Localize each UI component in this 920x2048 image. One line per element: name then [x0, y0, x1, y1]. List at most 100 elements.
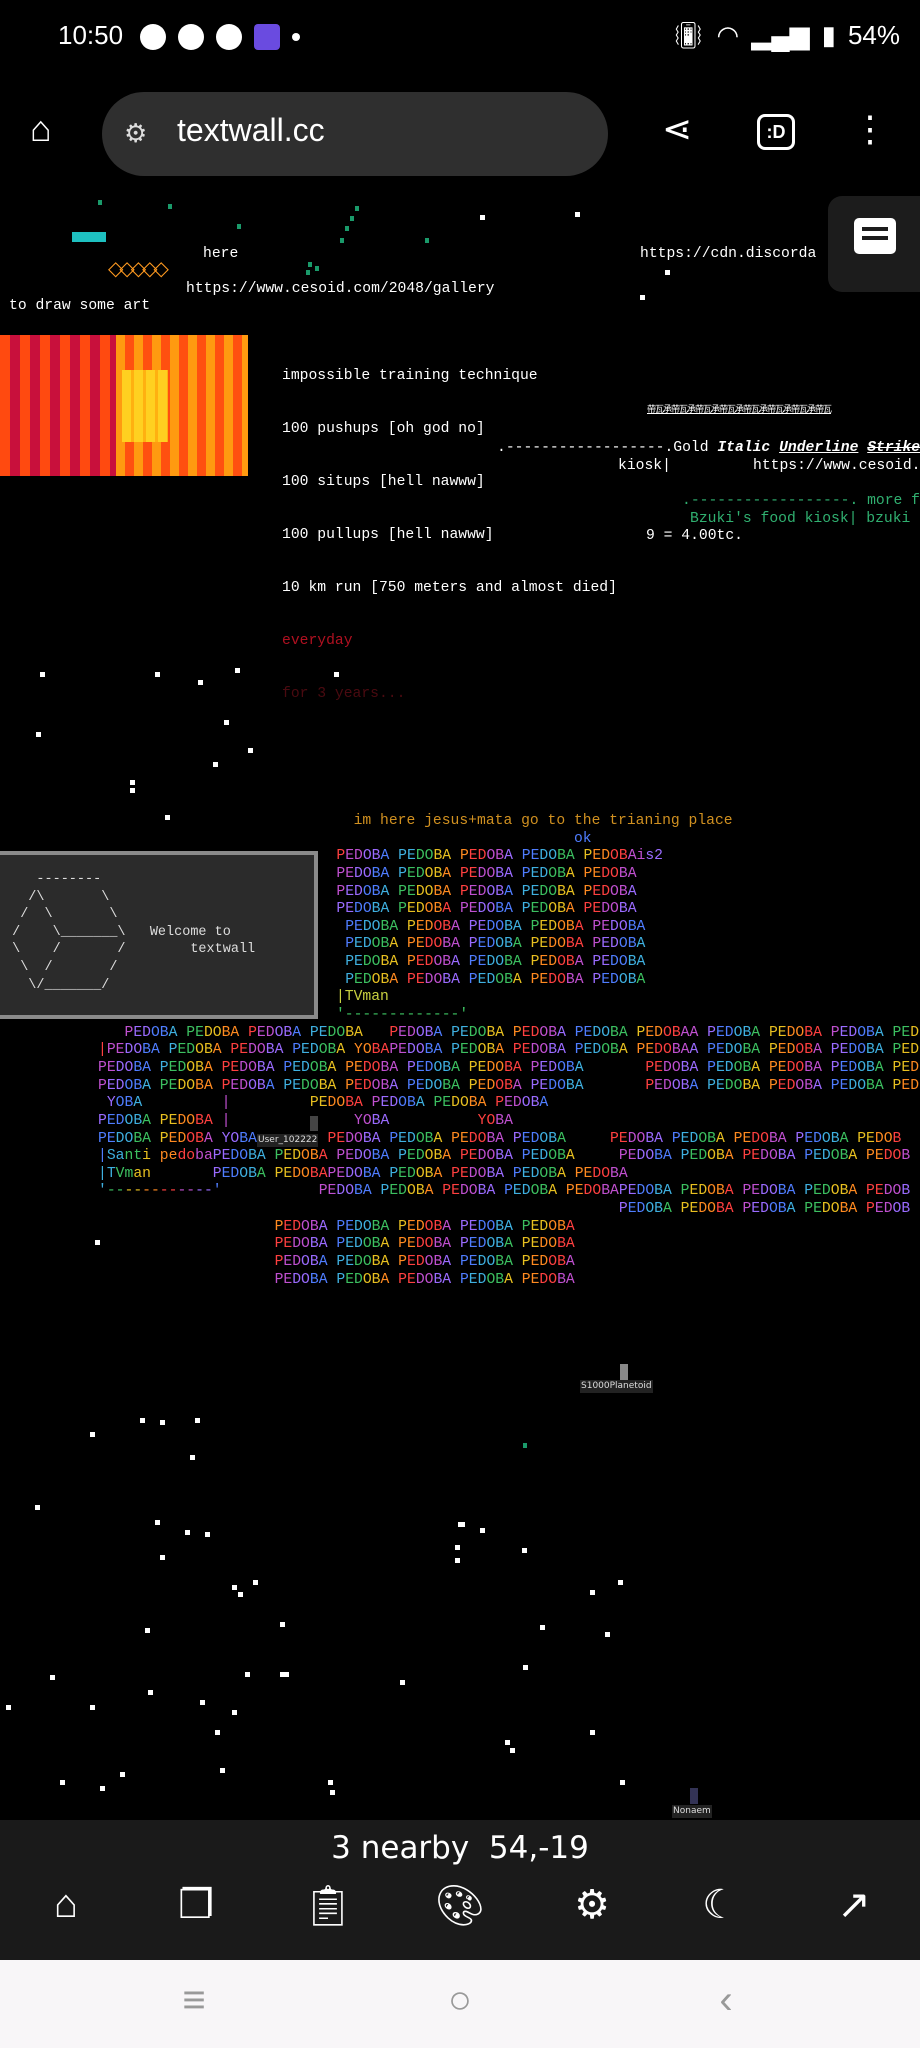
share-icon[interactable]: ⋖ [662, 108, 693, 149]
clipboard-icon[interactable]: 📋︎ [302, 1884, 354, 1928]
pixel-mark [168, 204, 172, 209]
signal-icon: ▂▄▆ [751, 20, 810, 50]
wall-text: for 3 years... [282, 685, 406, 702]
system-icons: 📳︎◠▂▄▆▮54% [672, 20, 900, 51]
pixel-mark [90, 1705, 95, 1710]
more-menu-icon[interactable]: ⋮ [852, 108, 888, 149]
underline-text: Underline [779, 440, 859, 456]
pixel-mark [330, 1790, 335, 1795]
user-label: User_102222 [257, 1134, 319, 1147]
grid-row: PEDOBA PEDOBA PEDOBA PEDOBA PEDOBA PEDOB… [98, 1059, 920, 1076]
wall-text: Bzuki's food kiosk| bzuki [690, 511, 911, 527]
pixel-mark [640, 295, 645, 300]
cyan-block [72, 232, 106, 242]
pixel-mark [308, 262, 312, 267]
copy-icon[interactable]: ❐ [178, 1883, 214, 1927]
wall-text: 9 = 4.00tc. [646, 528, 743, 544]
pixel-mark [460, 1522, 465, 1527]
site-settings-icon[interactable]: ⚙︎ [124, 118, 148, 148]
pixel-mark [480, 1528, 485, 1533]
app-icon [254, 24, 280, 50]
pixel-mark [237, 224, 241, 229]
pixel-mark [90, 1432, 95, 1437]
grid-row: PEDOBA PEDOBA PEDOBA PEDOBA PEDOBA PEDOB… [98, 1077, 920, 1094]
grid-row: PEDOBA PEDOBA PEDOBA PEDOBA PEDOBA [345, 971, 646, 988]
grid-row: PEDOBA PEDOBA PEDOBA PEDOBA PEDOBA [345, 936, 646, 953]
wall-link[interactable]: https://www.cesoid.com/2048/gallery [186, 281, 495, 297]
pixel-mark [455, 1545, 460, 1550]
strike-text: Strike [867, 440, 920, 456]
grid-row: ok [98, 830, 592, 847]
pixel-mark [195, 1418, 200, 1423]
pixel-mark [140, 1418, 145, 1423]
pixel-mark [130, 788, 135, 793]
grid-row: PEDOBA PEDOBA PEDOBA PEDOBA PEDOBA [336, 883, 637, 900]
pixel-mark [590, 1730, 595, 1735]
grid-row: '------------' PEDOBA PEDOBA PEDOBA PEDO… [98, 1183, 911, 1200]
pixel-mark [190, 1455, 195, 1460]
pixel-mark [523, 1443, 527, 1448]
pixel-mark [120, 1772, 125, 1777]
chrome-icon [216, 24, 242, 50]
pixel-mark [425, 238, 429, 243]
pixel-mark [185, 1530, 190, 1535]
wall-text: 100 pushups [oh god no] [282, 421, 485, 438]
back-icon[interactable]: ‹ [719, 1978, 733, 2022]
grid-row: PEDOBA PEDOBA PEDOBA PEDOBA PEDOBA PEDOB… [124, 1024, 920, 1041]
palette-icon[interactable]: 🎨︎ [434, 1884, 486, 1928]
nearby-count: 3 nearby [331, 1830, 470, 1866]
italic-text: Italic [717, 440, 771, 456]
pixel-mark [198, 680, 203, 685]
wifi-icon: ◠ [716, 20, 740, 50]
user-cursor [310, 1116, 318, 1131]
wall-text: 100 situps [hell nawww] [282, 474, 485, 491]
home-icon[interactable]: ⌂ [53, 1882, 79, 1926]
teleport-arrow-icon[interactable]: ↗ [837, 1883, 871, 1927]
notification-icons [140, 24, 300, 50]
chrome-icon [178, 24, 204, 50]
wall-link[interactable]: https://cdn.discorda [640, 246, 817, 262]
pixel-mark [345, 226, 349, 231]
pixel-mark [253, 1580, 258, 1585]
pixel-mark [35, 1505, 40, 1510]
pixel-mark [400, 1680, 405, 1685]
home-icon[interactable]: ⌂ [30, 108, 52, 149]
wall-text: to draw some art [9, 298, 151, 314]
pixel-mark [505, 1740, 510, 1745]
gold-line: .------------------.Gold Italic Underlin… [497, 440, 920, 458]
wall-text: impossible training technique [282, 368, 538, 385]
pixel-mark [130, 780, 135, 785]
chat-button[interactable] [828, 196, 920, 292]
training-text: impossible training technique 100 pushup… [282, 333, 617, 739]
pixel-mark [232, 1710, 237, 1715]
wall-link[interactable]: https://www.cesoid. [753, 458, 920, 474]
grid-row: PEDOBA PEDOBA PEDOBA PEDOBA PEDOBA [274, 1254, 575, 1271]
url-text[interactable]: textwall.cc [177, 112, 325, 148]
wall-text: kiosk| [618, 458, 671, 474]
user-cursor [690, 1788, 698, 1804]
home-button-icon[interactable]: ○ [447, 1978, 473, 2022]
tab-switcher-icon[interactable]: :D [757, 114, 795, 150]
welcome-box: -------- /\ \ / \ \ / \_______\ Welcome … [0, 851, 318, 1019]
user-label: Nonaem [672, 1805, 712, 1818]
android-nav-bar: ≡ ○ ‹ [0, 1960, 920, 2048]
clock: 10:50 [58, 20, 124, 50]
pixel-mark [6, 1705, 11, 1710]
dark-mode-icon[interactable]: ☾ [702, 1883, 738, 1927]
pixel-mark [145, 1628, 150, 1633]
grid-row: |TVman [98, 989, 389, 1006]
pixel-mark [280, 1622, 285, 1627]
chat-icon [854, 218, 896, 254]
address-bar[interactable]: ⚙︎ textwall.cc [102, 92, 608, 176]
user-label: S1000Planetoid [580, 1380, 653, 1393]
grid-row: PEDOBA PEDOBA PEDOBA PEDOBA PEDOBA [274, 1236, 575, 1253]
settings-icon[interactable]: ⚙ [574, 1883, 610, 1927]
pixel-mark [220, 1768, 225, 1773]
pixel-mark [248, 748, 253, 753]
recent-apps-icon[interactable]: ≡ [182, 1978, 206, 2022]
orange-scribble-art: ◇◇◇◇◇ [108, 259, 169, 282]
coordinates[interactable]: 54,-19 [488, 1830, 589, 1866]
vibrate-icon: 📳︎ [671, 20, 705, 50]
pixel-mark [160, 1420, 165, 1425]
pixel-mark [40, 672, 45, 677]
